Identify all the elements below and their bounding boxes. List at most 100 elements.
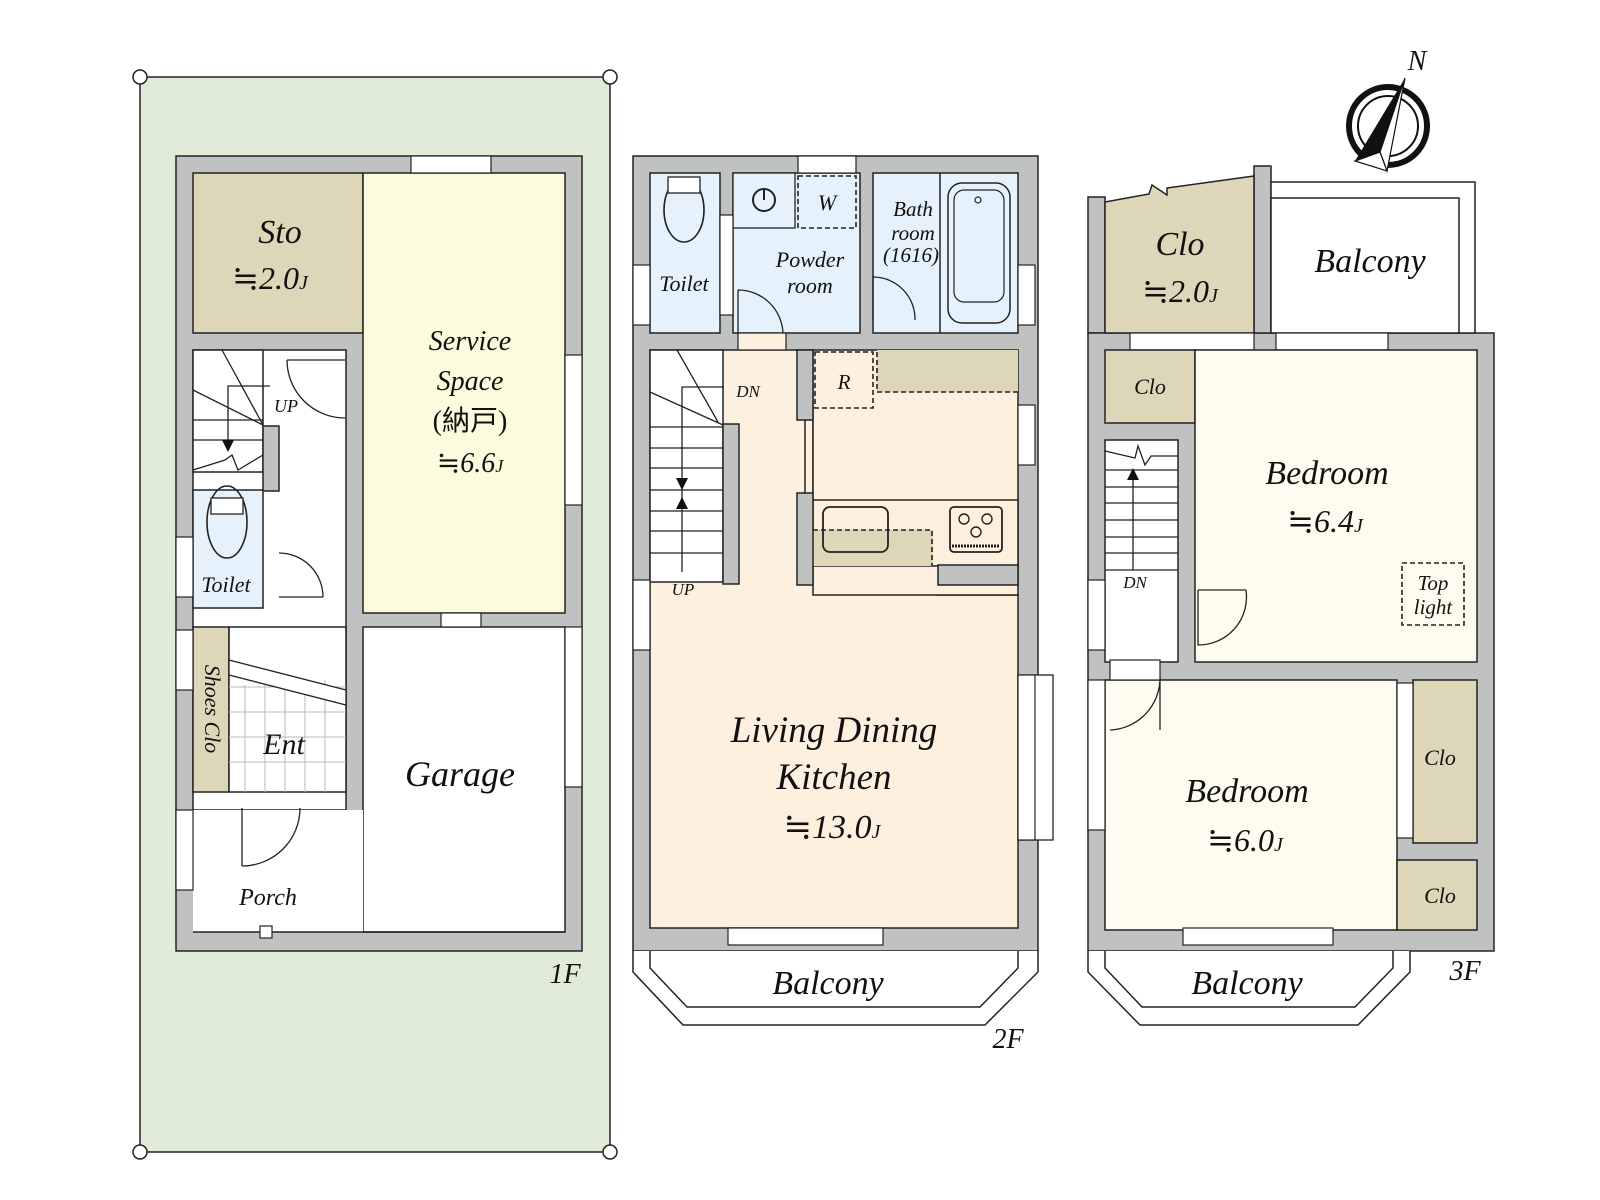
balcony-door[interactable]	[1182, 927, 1334, 946]
shoes-clo-label: Shoes Clo	[200, 665, 225, 754]
service-label-2: Space	[437, 366, 504, 397]
floor-label-1f: 1F	[549, 959, 581, 990]
bedroom1-area: ≒6.4	[1287, 503, 1354, 539]
door-icon	[872, 276, 916, 321]
room-bedroom-2	[1104, 679, 1398, 931]
sink-icon	[752, 188, 776, 212]
service-label-3: (納戸)	[433, 405, 508, 437]
fridge-space	[814, 351, 874, 409]
sto-area: ≒2.0	[232, 260, 299, 296]
stairs-dn-label-2f: DN	[735, 382, 761, 401]
closet-door[interactable]	[1129, 332, 1255, 351]
bath-label-3: (1616)	[883, 243, 939, 267]
clo-right1-label: Clo	[1424, 745, 1456, 770]
toplight-label-2: light	[1414, 595, 1454, 619]
shoes-closet	[192, 626, 230, 793]
floor-2f: Toilet W Powder room Bath room (1616) R …	[632, 155, 1054, 1055]
arrow-down-icon	[676, 478, 688, 490]
closet-door[interactable]	[1396, 682, 1414, 839]
window	[175, 629, 194, 691]
floor-3f: Clo ≒2.0J Balcony Clo Bedroom ≒6.4J Top …	[1087, 165, 1495, 1026]
arrow-up-icon	[1127, 468, 1139, 480]
bedroom2-unit: J	[1274, 834, 1284, 856]
room-sto	[192, 172, 364, 334]
room-clo-3f-right-1	[1412, 679, 1478, 844]
stairs-2f	[649, 349, 724, 583]
bathtub-icon	[947, 182, 1011, 324]
svg-text:≒6.6J: ≒6.6J	[437, 448, 504, 479]
bedroom2-label: Bedroom	[1185, 773, 1308, 810]
garage-label: Garage	[405, 754, 515, 794]
room-clo-3f-small	[1104, 349, 1196, 424]
powder-label-1: Powder	[775, 247, 845, 272]
powder-label-2: room	[787, 273, 833, 298]
toilet-label-1f: Toilet	[201, 572, 251, 597]
svg-text:≒13.0J: ≒13.0J	[784, 809, 882, 846]
bath-label-1: Bath	[893, 197, 933, 221]
toplight-label-1: Top	[1418, 571, 1449, 595]
window	[410, 155, 492, 174]
kitchen-sink-icon	[822, 506, 889, 553]
compass-north-label: N	[1407, 46, 1428, 77]
ldk-area: ≒13.0	[784, 809, 872, 846]
service-label-1: Service	[429, 326, 511, 357]
svg-text:≒2.0J: ≒2.0J	[1142, 273, 1219, 309]
svg-text:≒2.0J: ≒2.0J	[232, 260, 309, 296]
balcony-top-label: Balcony	[1314, 243, 1426, 280]
service-area: ≒6.6	[437, 448, 495, 479]
bedroom1-label: Bedroom	[1265, 455, 1388, 492]
door-icon	[286, 359, 346, 419]
window	[1275, 332, 1389, 351]
stairs-1f	[192, 349, 270, 473]
stairs-dn-label-3f: DN	[1122, 573, 1148, 592]
site-corner-marker	[132, 69, 148, 85]
stairs-up-label: UP	[274, 396, 298, 416]
door-icon	[1109, 677, 1161, 731]
washer-space	[797, 175, 857, 229]
window	[1017, 264, 1036, 326]
svg-text:≒6.0J: ≒6.0J	[1207, 822, 1284, 858]
room-toilet-2f	[649, 172, 721, 334]
north-compass-icon: N	[1346, 46, 1430, 174]
fridge-label: R	[837, 370, 851, 394]
window	[564, 354, 583, 506]
site-corner-marker	[132, 1144, 148, 1160]
door-icon	[737, 289, 784, 334]
stairs-up-label-2f: UP	[672, 580, 695, 599]
clo-top-label: Clo	[1155, 226, 1204, 263]
bath-label-2: room	[891, 221, 935, 245]
porch-label: Porch	[238, 885, 297, 911]
window	[1017, 404, 1036, 466]
entrance-tiles	[228, 626, 347, 793]
clo-top-unit: J	[1209, 285, 1219, 307]
balcony-door[interactable]	[727, 927, 884, 946]
room-bath	[872, 172, 1019, 334]
floor-1f: Sto ≒2.0J Service Space (納戸) ≒6.6J UP To…	[175, 155, 583, 990]
door-icon	[241, 807, 301, 867]
door-icon	[1197, 589, 1248, 646]
window	[175, 536, 194, 598]
window	[632, 579, 651, 651]
floor-label-3f: 3F	[1448, 956, 1481, 987]
floor-label-2f: 2F	[992, 1024, 1024, 1055]
balcony-label-2f: Balcony	[772, 965, 884, 1002]
toilet-label-2f: Toilet	[659, 271, 709, 296]
sto-unit: J	[299, 272, 309, 294]
site-corner-marker	[602, 1144, 618, 1160]
window	[1017, 674, 1036, 841]
ent-label: Ent	[262, 728, 305, 761]
window	[1087, 679, 1106, 831]
arrow-down-icon	[222, 440, 234, 452]
bedroom2-area: ≒6.0	[1207, 822, 1274, 858]
clo-right2-label: Clo	[1424, 883, 1456, 908]
sto-label: Sto	[258, 214, 301, 251]
room-bedroom-1	[1194, 349, 1478, 663]
room-clo-3f-right-2	[1396, 859, 1478, 931]
door-icon	[278, 552, 324, 598]
window	[440, 612, 482, 628]
room-porch	[193, 810, 363, 932]
washer-label: W	[818, 190, 838, 215]
room-garage	[362, 626, 566, 933]
site-corner-marker	[602, 69, 618, 85]
